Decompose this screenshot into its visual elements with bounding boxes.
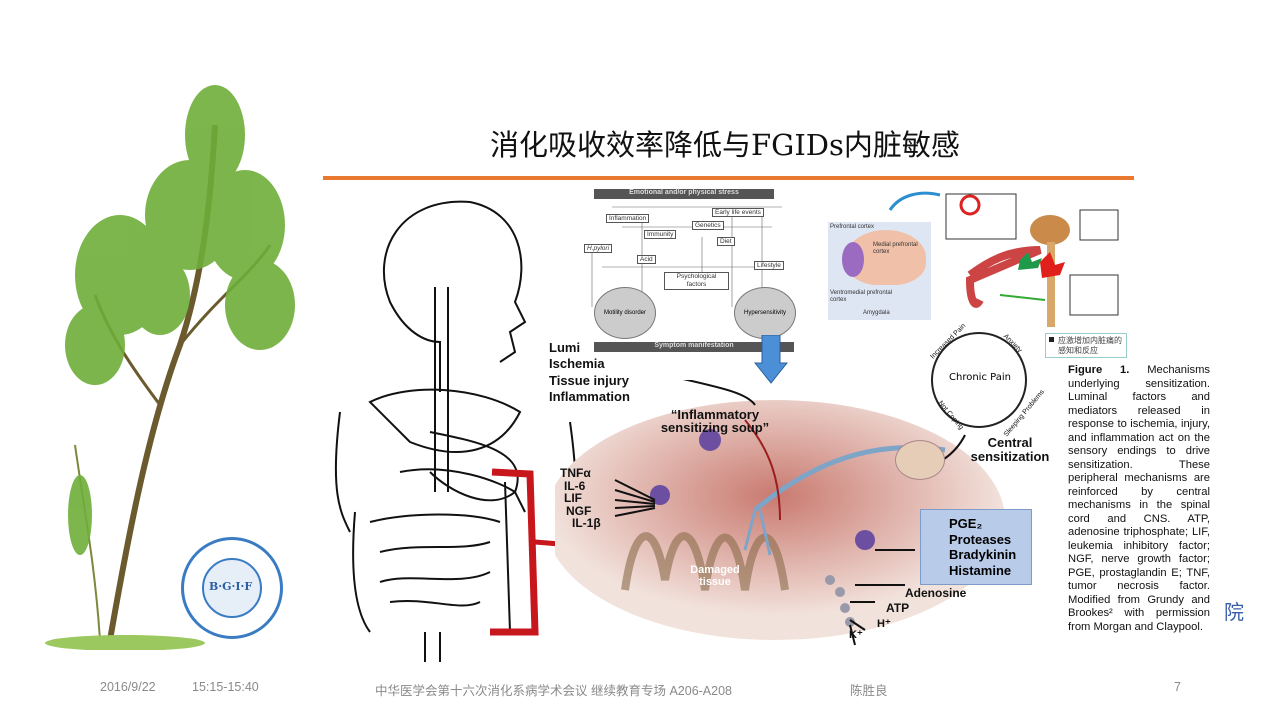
footer-time: 15:15-15:40 <box>192 680 259 694</box>
fgid-pathophysiology-diagram: Emotional and/or physical stress Inflamm… <box>582 187 796 353</box>
chronic-pain-cycle: Chronic Pain Increased Pain Anxiety Slee… <box>929 322 1046 439</box>
tree-illustration <box>45 85 295 650</box>
bullet-icon <box>1049 337 1054 342</box>
central-sensitization-label: Central sensitization <box>970 435 1050 464</box>
title-divider <box>323 176 1134 180</box>
mediator-box: PGE₂ Proteases Bradykinin Histamine <box>920 509 1032 585</box>
slide-title: 消化吸收效率降低与FGIDs内脏敏感 <box>490 128 960 162</box>
annotation-box: 应激增加内脏痛的感知和反应 <box>1045 333 1127 358</box>
footer-event: 中华医学会第十六次消化系病学术会议 继续教育专场 A206-A208 <box>375 684 732 698</box>
page-number: 7 <box>1174 680 1181 694</box>
footer-speaker: 陈胜良 <box>850 684 888 698</box>
forum-logo: B·G·I·F <box>181 537 283 639</box>
footer-date: 2016/9/22 <box>100 680 156 694</box>
down-arrow-icon <box>754 335 788 384</box>
spinal-cord-icon <box>895 440 945 480</box>
brain-illustration: Prefrontal cortex Medial prefrontal cort… <box>828 222 931 320</box>
handwritten-character: 院 <box>1224 600 1244 624</box>
cytokine-list: TNFα IL-6 LIF NGF IL-1β <box>560 466 601 530</box>
figure-caption: Figure 1. Mechanisms underlying sensitiz… <box>1068 364 1210 633</box>
